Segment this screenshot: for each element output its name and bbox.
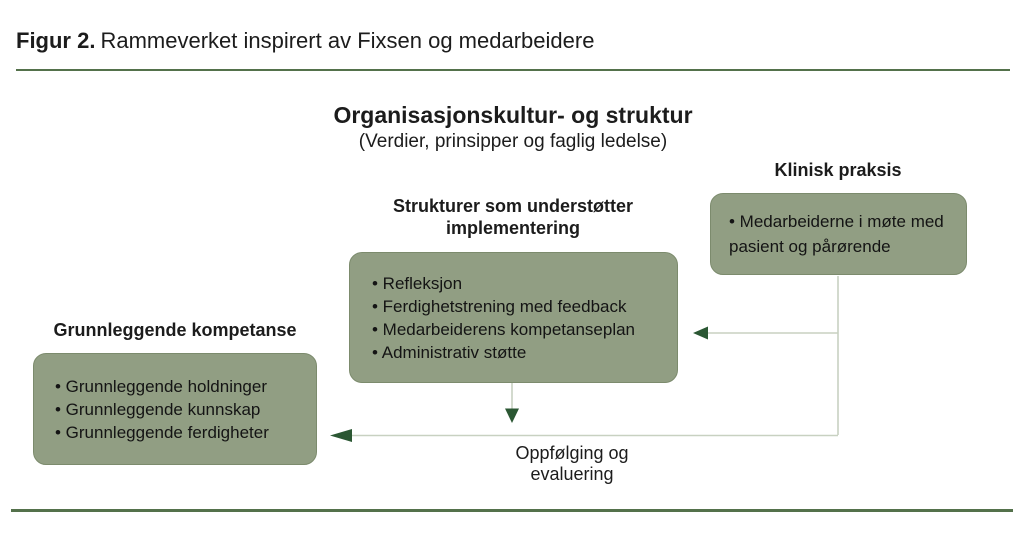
- org-culture-subheading: (Verdier, prinsipper og faglig ledelse): [358, 131, 668, 152]
- grunnleggende-box: • Grunnleggende holdninger • Grunnleggen…: [33, 353, 317, 465]
- klinisk-praksis-box: • Medarbeiderne i møte med pasient og på…: [710, 193, 967, 275]
- klinisk-praksis-heading: Klinisk praksis: [774, 160, 902, 180]
- figure-title-text: Rammeverket inspirert av Fixsen og medar…: [100, 28, 595, 53]
- figure-title: Figur 2.Rammeverket inspirert av Fixsen …: [16, 26, 594, 56]
- strukturer-bullet: • Administrativ støtte: [372, 342, 527, 362]
- strukturer-box: • Refleksjon • Ferdighetstrening med fee…: [349, 252, 678, 383]
- figure-label: Figur 2.: [16, 28, 96, 53]
- strukturer-bullet: • Medarbeiderens kompetanseplan: [372, 319, 636, 339]
- grunnleggende-heading: Grunnleggende kompetanse: [53, 320, 297, 340]
- arrowhead-into-grunnleggende: [330, 429, 352, 442]
- arrowhead-into-strukturer: [693, 326, 708, 340]
- strukturer-heading: Strukturer som understøtter implementeri…: [388, 195, 638, 239]
- bottom-divider: [11, 509, 1013, 512]
- strukturer-bullet: • Ferdighetstrening med feedback: [372, 296, 627, 316]
- org-culture-block: Organisasjonskultur- og struktur (Verdie…: [263, 102, 763, 153]
- arrowhead-down-from-strukturer: [505, 408, 519, 423]
- grunnleggende-bullet: • Grunnleggende kunnskap: [55, 399, 261, 419]
- klinisk-praksis-text: • Medarbeiderne i møte med pasient og på…: [729, 212, 944, 256]
- grunnleggende-bullet: • Grunnleggende ferdigheter: [55, 422, 269, 442]
- org-culture-heading: Organisasjonskultur- og struktur: [333, 102, 693, 128]
- strukturer-heading-line2: implementering: [445, 218, 581, 238]
- strukturer-bullet: • Refleksjon: [372, 273, 463, 293]
- feedback-label: Oppfølging og evaluering: [515, 443, 629, 484]
- top-divider: [16, 69, 1010, 71]
- strukturer-heading-line1: Strukturer som understøtter: [392, 196, 634, 216]
- grunnleggende-bullet: • Grunnleggende holdninger: [55, 376, 268, 396]
